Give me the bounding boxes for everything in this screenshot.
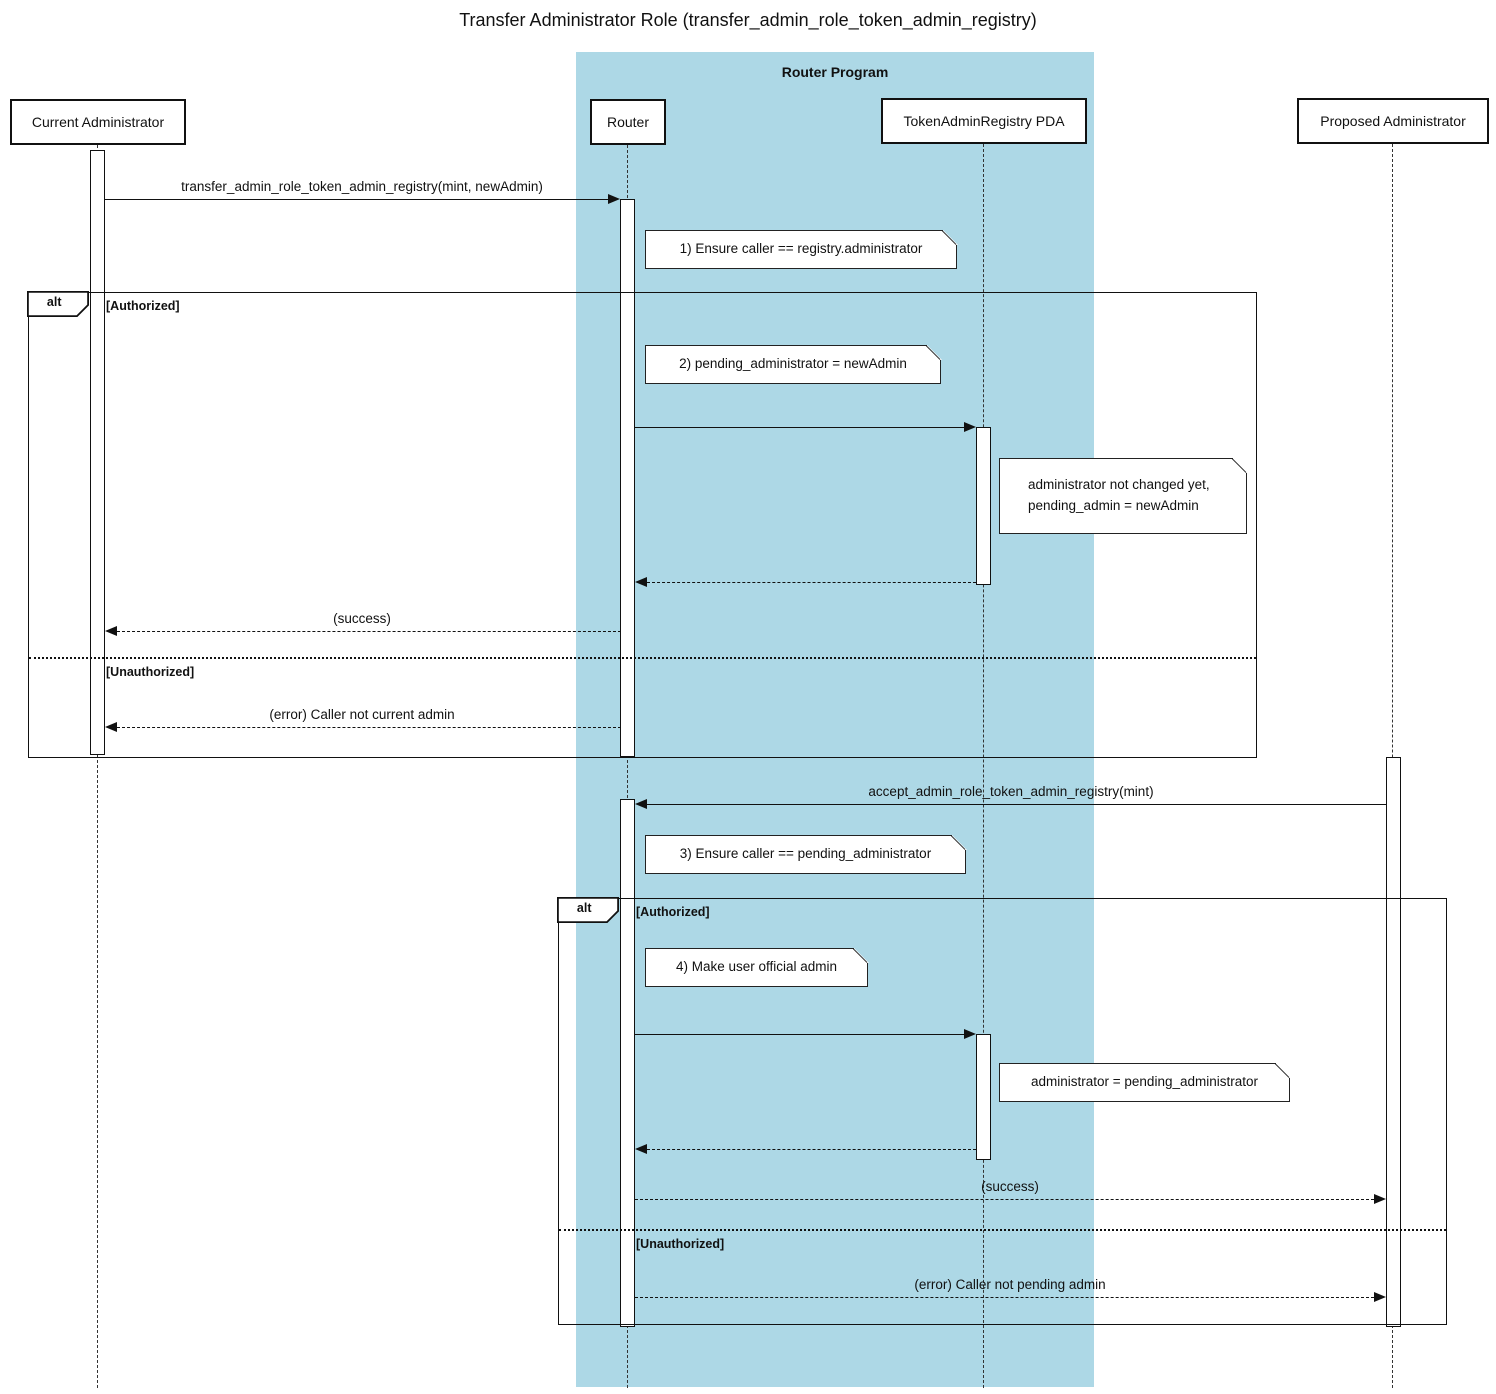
message-line-transfer-admin-role [105,199,608,200]
note-text-line-2: pending_admin = newAdmin [1028,498,1199,513]
message-line-error-1 [117,727,621,728]
pentagon-path [557,897,620,924]
lifeline-token-admin-registry-pda [983,144,984,1388]
diagram-title: Transfer Administrator Role (transfer_ad… [459,10,1037,30]
message-line-pda-return-2 [647,1149,976,1150]
note-text-line-1: administrator not changed yet, [1028,477,1210,493]
router-program-group-label: Router Program [781,64,889,80]
message-line-success-2 [635,1199,1374,1200]
message-label-error-1: (error) Caller not current admin [269,707,455,722]
note-make-user-official-admin: 4) Make user official admin [645,947,869,987]
pentagon-path [27,291,90,318]
activation-pda-1 [976,427,991,585]
arrowhead-icon [105,722,117,732]
lifeline-router [627,145,628,1388]
pentagon-shape [27,291,90,318]
guard-unauthorized-label: [Unauthorized] [636,1237,725,1251]
message-label-transfer-admin-role: transfer_admin_role_token_admin_registry… [181,179,543,194]
note-ensure-caller-pending-admin: 3) Ensure caller == pending_administrato… [645,834,967,874]
activation-router-1 [620,199,635,757]
guard-unauthorized-label: [Unauthorized] [106,665,195,679]
note-text: 1) Ensure caller == registry.administrat… [679,241,923,257]
message-line-success-1 [117,631,621,632]
note-text: 4) Make user official admin [675,959,838,975]
message-label-accept-admin-role: accept_admin_role_token_admin_registry(m… [868,784,1154,799]
message-line-router-to-pda-1 [635,427,964,428]
arrowhead-icon [635,1144,647,1154]
alt-operator-pentagon: alt [557,897,620,924]
message-label-success-1: (success) [333,611,391,626]
arrowhead-icon [105,626,117,636]
arrowhead-icon [1374,1292,1386,1302]
activation-current-administrator [90,150,105,755]
arrowhead-icon [635,799,647,809]
router-program-group-box [576,52,1094,1387]
arrowhead-icon [635,577,647,587]
note-pending-administrator-set: 2) pending_administrator = newAdmin [645,344,942,384]
participant-current-administrator: Current Administrator [10,99,186,145]
message-line-pda-return-1 [647,582,976,583]
alt-operator-pentagon: alt [27,291,90,318]
alt-divider [559,1229,1446,1231]
message-line-accept-admin-role [647,804,1386,805]
message-line-router-to-pda-2 [635,1034,964,1035]
message-label-success-2: (success) [981,1179,1039,1194]
guard-authorized-label: [Authorized] [106,299,180,313]
participant-router: Router [590,99,666,145]
participant-proposed-administrator: Proposed Administrator [1297,98,1489,144]
message-label-error-2: (error) Caller not pending admin [914,1277,1106,1292]
note-text: 2) pending_administrator = newAdmin [679,356,907,372]
alt-operator-label: alt [576,901,592,916]
activation-proposed-administrator [1386,757,1401,1327]
activation-pda-2 [976,1034,991,1160]
arrowhead-icon [1374,1194,1386,1204]
alt-operator-label: alt [46,295,62,310]
alt-fragment-2: alt [Authorized] [Unauthorized] [557,897,1447,1325]
note-text: administrator = pending_administrator [1031,1074,1258,1090]
note-text: 3) Ensure caller == pending_administrato… [679,846,932,862]
participant-token-admin-registry-pda: TokenAdminRegistry PDA [881,98,1087,144]
arrowhead-icon [964,422,976,432]
alt-divider [29,657,1256,659]
arrowhead-icon [608,194,620,204]
note-ensure-caller-registry-admin: 1) Ensure caller == registry.administrat… [645,229,958,269]
alt-fragment-1: alt [Authorized] [Unauthorized] [27,291,1257,758]
arrowhead-icon [964,1029,976,1039]
lifeline-current-administrator [97,145,98,1388]
activation-router-2 [620,799,635,1327]
message-line-error-2 [635,1297,1374,1298]
note-administrator-equals-pending: administrator = pending_administrator [999,1062,1291,1102]
pentagon-shape [557,897,620,924]
note-administrator-not-changed: administrator not changed yet, pending_a… [999,457,1248,534]
guard-authorized-label: [Authorized] [636,905,710,919]
